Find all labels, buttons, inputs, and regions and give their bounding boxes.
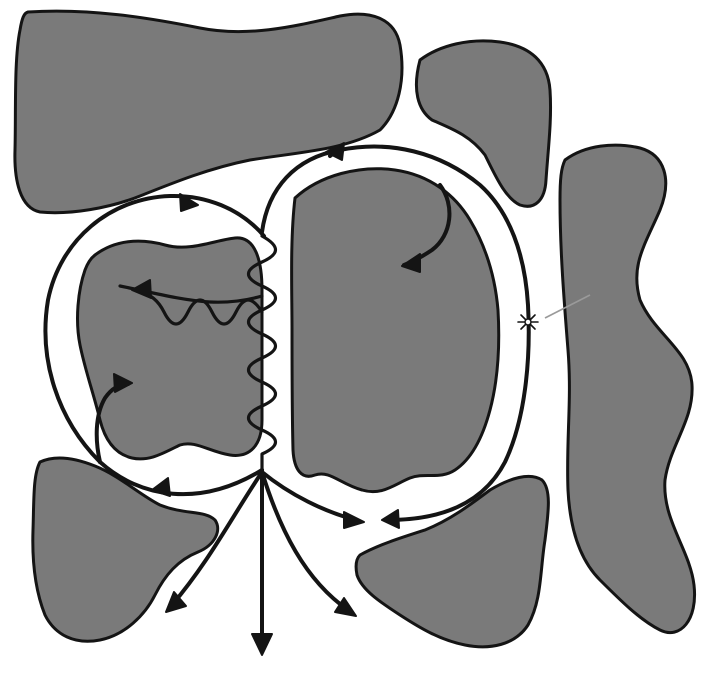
arrowhead-down-left [166,592,186,612]
gray-blob-right-column [560,145,695,632]
arrow-right-loop [382,510,399,528]
gray-blob-left-middle [78,238,262,459]
arrowhead-outer-lower [152,478,170,496]
arrowhead-down-center [252,634,272,655]
gray-blob-bottom-left [33,458,218,641]
gray-blob-top-right [416,41,550,206]
spark-icon [518,312,538,332]
gray-blob-bottom-right [356,476,548,646]
gray-blob-center [292,169,499,492]
arrow-down-right [262,472,348,610]
arrowhead-center-right [344,512,364,528]
blob-layer [15,11,695,647]
